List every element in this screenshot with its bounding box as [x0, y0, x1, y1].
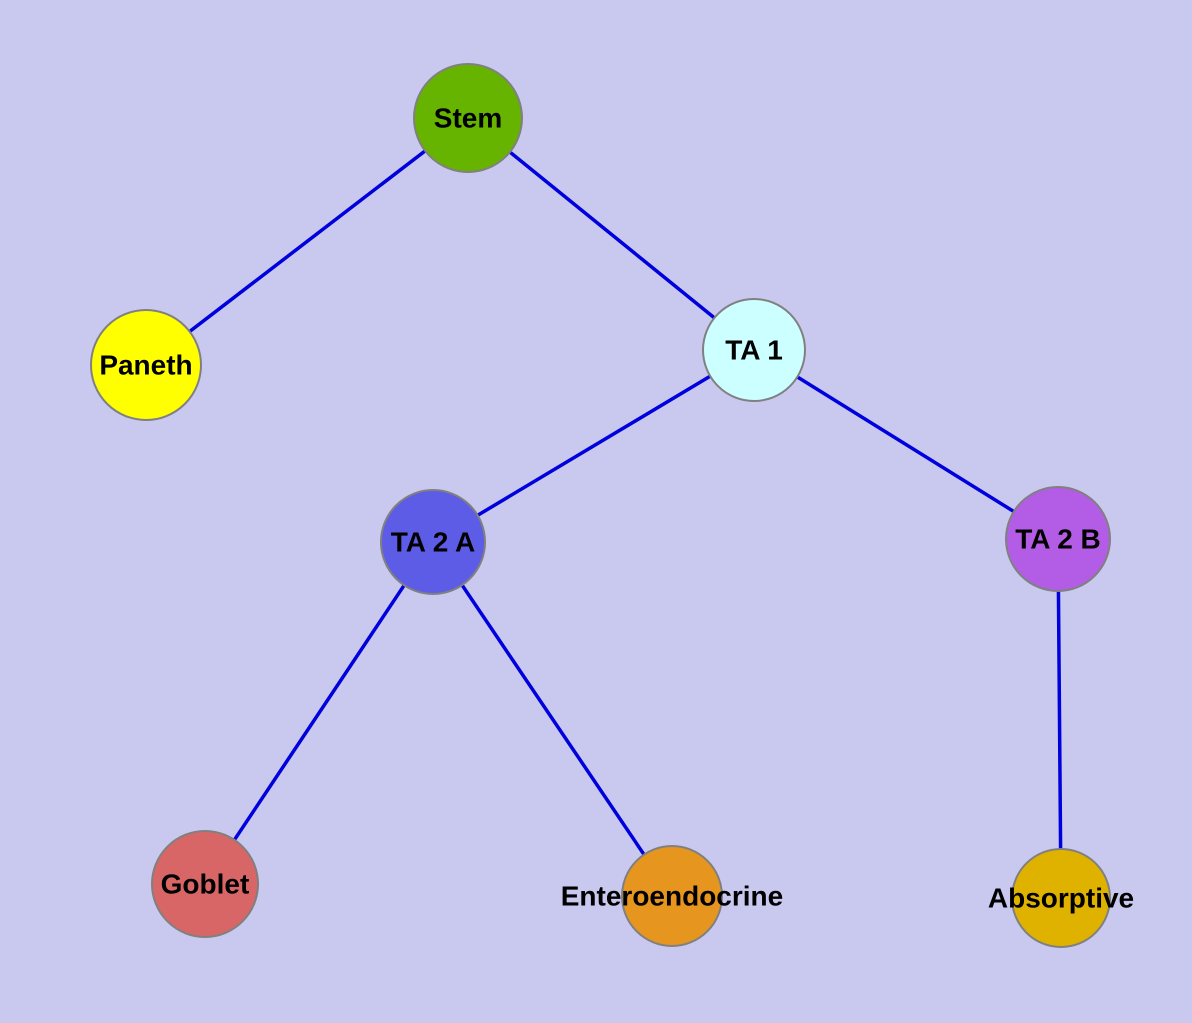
- node-circle-ta2a[interactable]: [380, 489, 486, 595]
- node-paneth[interactable]: Paneth: [90, 309, 202, 421]
- node-ta2b[interactable]: TA 2 B: [1005, 486, 1111, 592]
- node-circle-ta1[interactable]: [702, 298, 806, 402]
- edge-ta1-ta2a: [432, 348, 755, 544]
- edge-ta2a-goblet: [203, 541, 435, 885]
- edge-ta1-ta2b: [753, 348, 1059, 541]
- node-ta2a[interactable]: TA 2 A: [380, 489, 486, 595]
- edge-ta2b-absorptive: [1056, 538, 1063, 899]
- node-stem[interactable]: Stem: [413, 63, 523, 173]
- edge-ta2a-enteroendocrine: [431, 541, 674, 897]
- node-ta1[interactable]: TA 1: [702, 298, 806, 402]
- node-circle-goblet[interactable]: [151, 830, 259, 938]
- node-circle-ta2b[interactable]: [1005, 486, 1111, 592]
- node-circle-absorptive[interactable]: [1011, 848, 1111, 948]
- node-goblet[interactable]: Goblet: [151, 830, 259, 938]
- node-circle-stem[interactable]: [413, 63, 523, 173]
- node-circle-paneth[interactable]: [90, 309, 202, 421]
- edge-stem-ta1: [466, 116, 756, 352]
- edge-stem-paneth: [144, 116, 470, 367]
- node-circle-enteroendocrine[interactable]: [621, 845, 723, 947]
